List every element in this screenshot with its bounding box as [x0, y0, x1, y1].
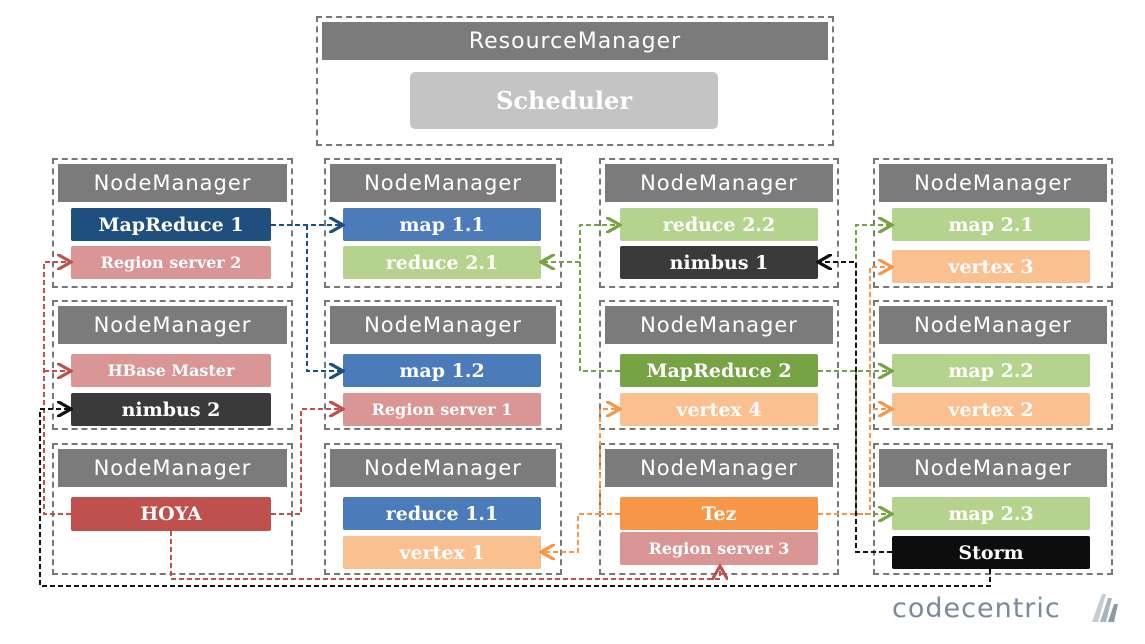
task-region-server-1: Region server 1 — [343, 393, 541, 426]
node-manager-title: NodeManager — [330, 449, 556, 487]
task-map-2-3: map 2.3 — [892, 497, 1090, 530]
scheduler: Scheduler — [410, 72, 718, 129]
node-manager-title: NodeManager — [58, 164, 287, 202]
node-manager-title: NodeManager — [58, 449, 287, 487]
link-storm-nimbus-1 — [820, 262, 892, 553]
task-reduce-2-2: reduce 2.2 — [620, 208, 818, 241]
logo-text-b: centric — [961, 593, 1061, 624]
node-manager-title: NodeManager — [605, 306, 833, 344]
task-map-2-2: map 2.2 — [892, 354, 1090, 387]
task-vertex-2: vertex 2 — [892, 393, 1090, 426]
link-tez-vertex-4 — [599, 409, 620, 515]
task-hbase-master: HBase Master — [71, 354, 271, 387]
link-hoya-region-server-2 — [43, 262, 71, 515]
task-storm: Storm — [892, 536, 1090, 569]
task-map-2-1: map 2.1 — [892, 208, 1090, 241]
link-mapreduce1-map12 — [306, 225, 341, 371]
task-region-server-3: Region server 3 — [620, 532, 818, 565]
task-nimbus-1: nimbus 1 — [620, 246, 818, 279]
task-mapreduce-2: MapReduce 2 — [620, 354, 818, 387]
link-hoya-region-server-1 — [271, 409, 341, 515]
link-mapreduce2-map23 — [855, 371, 890, 514]
node-manager-title: NodeManager — [605, 164, 833, 202]
node-manager-title: NodeManager — [879, 306, 1107, 344]
link-mapreduce2-reduce22 — [579, 225, 620, 372]
link-storm-nimbus-2 — [39, 409, 991, 587]
link-mapreduce2-map21 — [855, 225, 890, 371]
codecentric-logo: codecentric — [892, 593, 1061, 624]
link-hoya-region-server-3 — [170, 531, 720, 580]
codecentric-logo-mark-icon — [1092, 594, 1118, 622]
task-tez: Tez — [620, 497, 818, 530]
task-map-1-2: map 1.2 — [343, 354, 541, 387]
resource-manager-title: ResourceManager — [322, 22, 828, 60]
task-vertex-1: vertex 1 — [343, 536, 541, 569]
link-tez-vertex-2 — [818, 409, 890, 515]
link-tez-vertex-1 — [543, 513, 600, 552]
task-vertex-3: vertex 3 — [892, 250, 1090, 283]
task-reduce-2-1: reduce 2.1 — [343, 246, 541, 279]
node-manager-title: NodeManager — [879, 164, 1107, 202]
task-region-server-2: Region server 2 — [71, 246, 271, 279]
resource-manager: ResourceManager Scheduler — [316, 16, 834, 146]
task-reduce-1-1: reduce 1.1 — [343, 497, 541, 530]
node-manager-title: NodeManager — [330, 164, 556, 202]
task-nimbus-2: nimbus 2 — [71, 393, 271, 426]
node-manager-title: NodeManager — [879, 449, 1107, 487]
link-tez-vertex-3 — [869, 267, 890, 409]
logo-text-a: code — [892, 593, 962, 624]
node-manager-title: NodeManager — [58, 306, 287, 344]
task-map-1-1: map 1.1 — [343, 208, 541, 241]
node-manager-title: NodeManager — [605, 449, 833, 487]
node-manager-title: NodeManager — [330, 306, 556, 344]
task-vertex-4: vertex 4 — [620, 393, 818, 426]
task-hoya: HOYA — [71, 497, 271, 531]
task-mapreduce-1: MapReduce 1 — [71, 208, 271, 241]
